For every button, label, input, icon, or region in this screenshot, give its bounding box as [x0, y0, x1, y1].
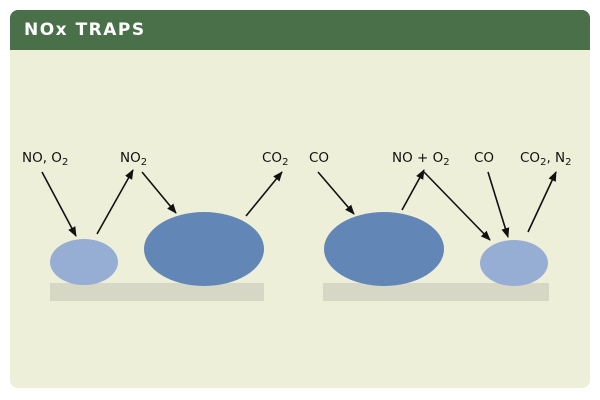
substrate-left	[50, 283, 264, 301]
page-title: NOx TRAPS	[24, 20, 146, 40]
label-no-o2: NO, O2	[22, 150, 68, 168]
catalyst-large-left	[144, 212, 264, 286]
catalyst-large-right	[324, 212, 444, 286]
arrow-no-o2-to-small-catalyst	[423, 171, 491, 241]
arrow-large-catalyst-to-co2	[245, 171, 283, 217]
catalyst-small-left	[50, 239, 118, 285]
arrow-catalyst-to-no2	[96, 169, 134, 235]
substrate-right	[323, 283, 549, 301]
arrow-co-to-large-catalyst	[317, 171, 355, 215]
label-co-left: CO	[309, 150, 329, 166]
label-co-right: CO	[474, 150, 494, 166]
label-co2-n2: CO2, N2	[520, 150, 572, 168]
arrow-co-to-small-catalyst	[487, 171, 510, 238]
label-co2-left: CO2	[262, 150, 288, 168]
arrow-no2-to-large-catalyst	[141, 171, 177, 214]
header-bar: NOx TRAPS	[10, 10, 590, 50]
label-no2: NO2	[120, 150, 147, 168]
diagram-panel: NOx TRAPS	[10, 10, 590, 388]
arrow-small-catalyst-to-co2-n2	[527, 171, 557, 233]
label-no-plus-o2: NO + O2	[392, 150, 450, 168]
catalyst-small-right	[480, 240, 548, 286]
arrow-no-o2-to-catalyst	[41, 171, 77, 237]
arrow-large-catalyst-to-no-o2	[401, 169, 425, 211]
